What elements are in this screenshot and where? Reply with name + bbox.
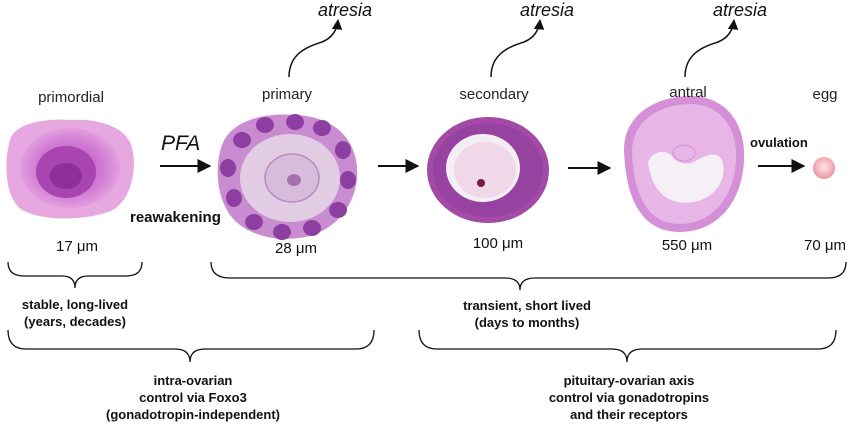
- secondary-follicle-image: [427, 117, 549, 223]
- primordial-follicle-image: [6, 119, 134, 219]
- size-label-antral: 550 μm: [661, 237, 713, 254]
- size-label-primordial: 17 μm: [56, 238, 98, 255]
- egg-image: [813, 157, 835, 179]
- atresia-label-antral: atresia: [712, 0, 768, 20]
- group-intra-line: control via Foxo3: [139, 390, 247, 405]
- group-intra-text: intra-ovarian control via Foxo3 (gonadot…: [106, 372, 280, 423]
- pfa-label: PFA: [161, 132, 201, 155]
- brace-intra: [7, 329, 375, 363]
- group-pituitary-text: pituitary-ovarian axis control via gonad…: [549, 372, 709, 423]
- ovulation-label: ovulation: [750, 135, 808, 150]
- primary-follicle-image: [217, 114, 358, 240]
- size-label-primary: 28 μm: [275, 240, 317, 257]
- group-pituitary-line: pituitary-ovarian axis: [563, 373, 695, 388]
- stage-label-secondary: secondary: [459, 86, 529, 103]
- size-label-egg: 70 μm: [804, 237, 846, 254]
- brace-pituitary: [418, 329, 837, 363]
- atresia-arrow-antral: [684, 18, 739, 78]
- brace-transient: [210, 261, 847, 291]
- atresia-label-secondary: atresia: [519, 0, 575, 20]
- group-pituitary-line: control via gonadotropins: [548, 390, 710, 405]
- group-stable-line: (years, decades): [24, 314, 126, 329]
- brace-stable: [7, 261, 143, 289]
- atresia-arrow-secondary: [490, 18, 545, 78]
- reawakening-label: reawakening: [130, 209, 221, 226]
- stage-label-antral: antral: [669, 84, 707, 101]
- antral-follicle-image: [624, 96, 745, 232]
- atresia-arrow-primary: [288, 18, 343, 78]
- group-transient-line: transient, short lived: [463, 298, 591, 313]
- stage-label-primary: primary: [261, 86, 313, 103]
- group-intra-line: (gonadotropin-independent): [105, 407, 281, 422]
- stage-label-primordial: primordial: [38, 89, 104, 106]
- stage-label-egg: egg: [812, 86, 838, 103]
- atresia-label-primary: atresia: [317, 0, 373, 20]
- group-transient-line: (days to months): [474, 315, 580, 330]
- group-intra-line: intra-ovarian: [153, 373, 233, 388]
- group-stable-line: stable, long-lived: [21, 297, 129, 312]
- group-stable-text: stable, long-lived (years, decades): [22, 296, 128, 330]
- group-transient-text: transient, short lived (days to months): [463, 297, 591, 331]
- group-pituitary-line: and their receptors: [570, 407, 688, 422]
- size-label-secondary: 100 μm: [472, 235, 524, 252]
